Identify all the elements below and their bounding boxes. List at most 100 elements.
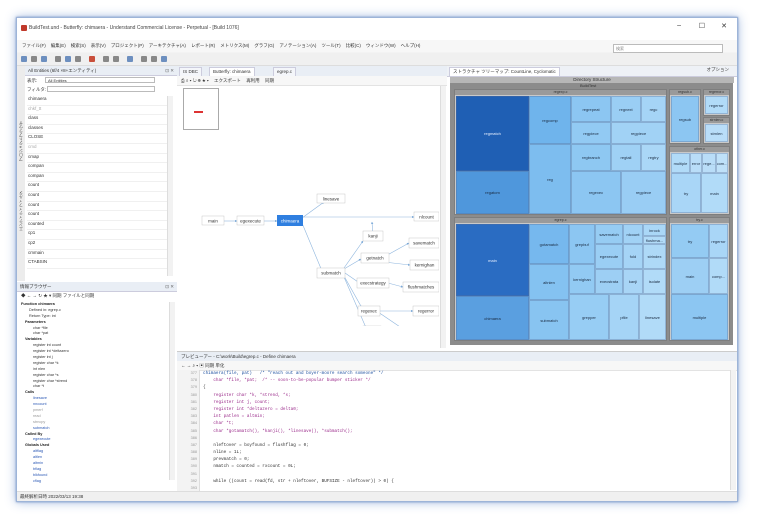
entity-list-item[interactable]: classes xyxy=(27,125,167,135)
entity-list-item[interactable]: chkf_tt xyxy=(27,106,167,116)
cell-regpiece2[interactable]: regpiece xyxy=(611,122,666,144)
code-tool-icons[interactable]: ← → ⌕ ▾ ▣ xyxy=(181,363,206,368)
entity-list-item[interactable]: CLOSE xyxy=(27,134,167,144)
code-line[interactable]: register char *k, *strend, *s; xyxy=(203,392,291,398)
menu-item[interactable]: ヘルプ(H) xyxy=(400,43,421,48)
cell-strindex[interactable]: strindex xyxy=(643,244,666,269)
entity-list-item[interactable]: cmmain xyxy=(27,250,167,260)
menu-item[interactable]: ツール(T) xyxy=(321,43,341,48)
bookmark-icon[interactable] xyxy=(127,56,133,62)
group-regsub[interactable]: regsub.c regsub xyxy=(669,89,701,144)
menu-item[interactable]: プロジェクト(P) xyxy=(110,43,144,48)
cell-grepbuf[interactable]: grepbuf xyxy=(569,224,595,264)
info-toolbar-label[interactable]: 同期 ファイルと同期 xyxy=(52,293,95,298)
menu-item[interactable]: ファイル(F) xyxy=(22,43,46,48)
code-line[interactable]: char *t; xyxy=(203,421,234,427)
code-line[interactable]: int patlen = altmin; xyxy=(203,414,265,420)
cell-chimaera[interactable]: chimaera xyxy=(456,296,529,340)
stop-icon[interactable] xyxy=(89,56,95,62)
cell-gotamatch[interactable]: gotamatch xyxy=(529,224,569,264)
code-scrollbar[interactable] xyxy=(730,370,736,490)
cell-flushma[interactable]: flushma... xyxy=(643,236,666,244)
code-line[interactable]: prevmatch = 0; xyxy=(203,457,250,463)
entity-list-item[interactable]: count xyxy=(27,192,167,202)
info-tree-item[interactable]: nncount xyxy=(33,402,47,407)
cell-altnlen[interactable]: altnlen xyxy=(529,264,569,300)
cell-main[interactable]: main xyxy=(456,224,529,296)
cell-kanji[interactable]: kanji xyxy=(623,269,643,294)
info-tree-item[interactable]: linesave xyxy=(33,396,47,401)
entity-list-item[interactable]: compan xyxy=(27,163,167,173)
options-button[interactable]: オプション xyxy=(706,67,730,72)
tab-project-browser[interactable]: プロジェクトブラウザ xyxy=(18,121,23,161)
info-tree-item[interactable]: submatch xyxy=(33,425,50,430)
info-tree-item[interactable]: egexecute xyxy=(33,437,51,442)
code-line[interactable]: chimaera(file, pat) /* "reach out and bo… xyxy=(203,371,384,376)
cell-kernighan[interactable]: kernighan xyxy=(569,264,595,294)
cell-strnlen[interactable]: strnlen xyxy=(705,124,728,142)
cell-regpiece[interactable]: regpiece xyxy=(571,122,611,144)
panel-close-icon[interactable]: ⊡ ✕ xyxy=(165,68,174,73)
code-line[interactable]: nline = 1L; xyxy=(203,450,242,456)
entity-list-item[interactable]: count xyxy=(27,202,167,212)
minimize-icon[interactable]: – xyxy=(677,22,681,29)
cell-inrock[interactable]: inrock xyxy=(643,224,666,236)
code-line[interactable] xyxy=(203,471,727,478)
graph-tool-icons[interactable]: ⎙ ⌕ ▾ ↻ ⊕ ★ ▾ xyxy=(181,78,209,83)
node-main[interactable]: main xyxy=(201,215,225,226)
graph-vscroll[interactable] xyxy=(440,86,446,348)
cell-main[interactable]: main xyxy=(671,258,709,294)
tab-egrep[interactable]: egrep.c xyxy=(273,67,297,76)
filter-select[interactable]: All Entities xyxy=(45,77,155,83)
open-icon[interactable] xyxy=(31,56,37,62)
cell-fold[interactable]: fold xyxy=(623,244,643,269)
entity-list-item[interactable]: class xyxy=(27,115,167,125)
cell-regnext[interactable]: regnext xyxy=(611,96,641,122)
group-egrep[interactable]: egrep.c main gotamatch grepbuf savematch… xyxy=(454,217,667,341)
code-line[interactable]: char *file, *pat; /* -- soon-to-be-popul… xyxy=(203,378,371,384)
info-tree-item[interactable]: altlen xyxy=(33,455,43,460)
node-savematch[interactable]: savematch xyxy=(408,237,439,249)
cell-regerror[interactable]: regerror xyxy=(705,96,728,114)
info-tree-item[interactable]: cflag xyxy=(33,478,42,483)
menu-item[interactable]: 表示(V) xyxy=(90,43,106,48)
entity-scrollbar[interactable] xyxy=(167,96,173,276)
tab-treemap[interactable]: ストラクチャ ツリーマップ: CountLine, Cyclomatic xyxy=(449,67,560,76)
entity-list-item[interactable]: count xyxy=(27,182,167,192)
node-regerror[interactable]: regerror xyxy=(412,305,439,317)
cell-regpiece3[interactable]: regpiece xyxy=(621,171,666,214)
cell-try[interactable]: try xyxy=(671,224,709,258)
node-flushmatches[interactable]: flushmatches xyxy=(402,281,439,293)
search-input[interactable]: 検索 xyxy=(613,44,723,53)
cell-try[interactable]: try xyxy=(671,173,701,213)
menu-item[interactable]: グラフ(G) xyxy=(254,43,275,48)
cell-linesave[interactable]: linesave xyxy=(639,294,666,340)
node-getnatch[interactable]: getnatch xyxy=(360,252,390,264)
graph-icon[interactable] xyxy=(65,56,71,62)
cell-reg[interactable]: reg xyxy=(529,144,571,214)
entity-list-item[interactable]: chimaera xyxy=(27,96,167,106)
node-execstrategy[interactable]: execstrategy xyxy=(356,277,390,289)
group-try[interactable]: try.c try regerror main comp... multiple xyxy=(669,217,730,341)
tab-dbc[interactable]: IS DBC xyxy=(179,67,203,76)
cell-error[interactable]: error xyxy=(690,153,702,173)
entity-list-item[interactable]: CTABSIN xyxy=(27,259,167,269)
new-project-icon[interactable] xyxy=(21,56,27,62)
menu-item[interactable]: レポート(R) xyxy=(190,43,216,48)
cell-regmatch[interactable]: regmatch xyxy=(456,96,529,171)
code-line[interactable]: { xyxy=(203,385,206,391)
cell-regtail[interactable]: regtail xyxy=(611,144,641,171)
cell-rege[interactable]: rege... xyxy=(702,153,716,173)
menu-item[interactable]: 編集(E) xyxy=(50,43,66,48)
info-tree-item[interactable]: blkfound xyxy=(33,472,48,477)
code-editor[interactable]: chimaera(file, pat) /* "reach out and bo… xyxy=(203,370,727,501)
cell-main[interactable]: main xyxy=(701,173,728,213)
entity-list-item[interactable]: cmd xyxy=(27,144,167,154)
metrics-icon[interactable] xyxy=(75,56,81,62)
cell-nlcount[interactable]: nlcount xyxy=(623,224,643,244)
group-other[interactable]: other.c multiple error rege... com... tr… xyxy=(669,146,730,215)
entity-list-item[interactable]: cp2 xyxy=(27,240,167,250)
cell-execstrata[interactable]: execstrata xyxy=(595,269,623,294)
entity-list-item[interactable]: count xyxy=(27,211,167,221)
cell-grepper[interactable]: grepper xyxy=(569,294,609,340)
